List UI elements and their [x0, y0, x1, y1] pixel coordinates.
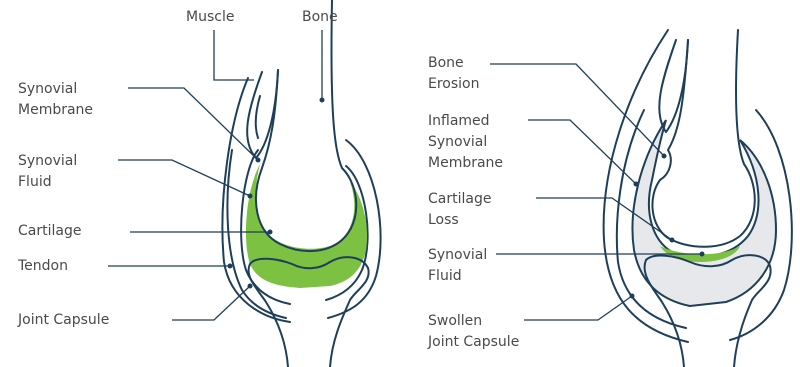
- leader-joint-capsule-dot: [248, 284, 253, 289]
- healthy-synovial-fluid: [246, 164, 367, 288]
- leader-tendon-dot: [228, 264, 233, 269]
- leader-bone-erosion: [490, 64, 664, 156]
- label-cartilage: Cartilage: [18, 221, 81, 242]
- leader-bone-erosion-dot: [662, 154, 667, 159]
- leader-cartilage-dot: [268, 230, 273, 235]
- leader-cartilage-loss-dot: [670, 238, 675, 243]
- leader-swollen-capsule: [524, 296, 632, 320]
- label-cartilage-loss: Cartilage Loss: [428, 189, 491, 231]
- leader-synovial-membrane: [128, 88, 258, 160]
- arthritic-muscle-outer: [659, 40, 688, 132]
- arthritic-joint: [604, 30, 792, 367]
- label-inflamed-synovial-membrane: Inflamed Synovial Membrane: [428, 111, 503, 174]
- label-joint-capsule: Joint Capsule: [18, 310, 109, 331]
- healthy-muscle-outer: [247, 70, 278, 158]
- label-tendon: Tendon: [18, 256, 68, 277]
- leader-synovial-membrane-dot: [256, 158, 261, 163]
- healthy-muscle-fiber: [256, 96, 260, 138]
- label-synovial-membrane: Synovial Membrane: [18, 79, 93, 121]
- label-arthritic-synovial-fluid: Synovial Fluid: [428, 245, 487, 287]
- leader-inflamed-membrane-dot: [634, 182, 639, 187]
- leader-synovial-fluid-dot: [248, 194, 253, 199]
- label-muscle: Muscle: [186, 7, 234, 28]
- label-bone: Bone: [302, 7, 338, 28]
- label-swollen-joint-capsule: Swollen Joint Capsule: [428, 311, 519, 353]
- label-synovial-fluid: Synovial Fluid: [18, 151, 77, 193]
- leader-bone-dot: [320, 98, 325, 103]
- healthy-joint: [222, 0, 380, 367]
- leader-joint-capsule: [172, 286, 250, 320]
- label-bone-erosion: Bone Erosion: [428, 53, 479, 95]
- leader-muscle: [214, 30, 254, 80]
- leader-swollen-capsule-dot: [630, 294, 635, 299]
- leader-arthritic-synovial-fluid-dot: [700, 252, 705, 257]
